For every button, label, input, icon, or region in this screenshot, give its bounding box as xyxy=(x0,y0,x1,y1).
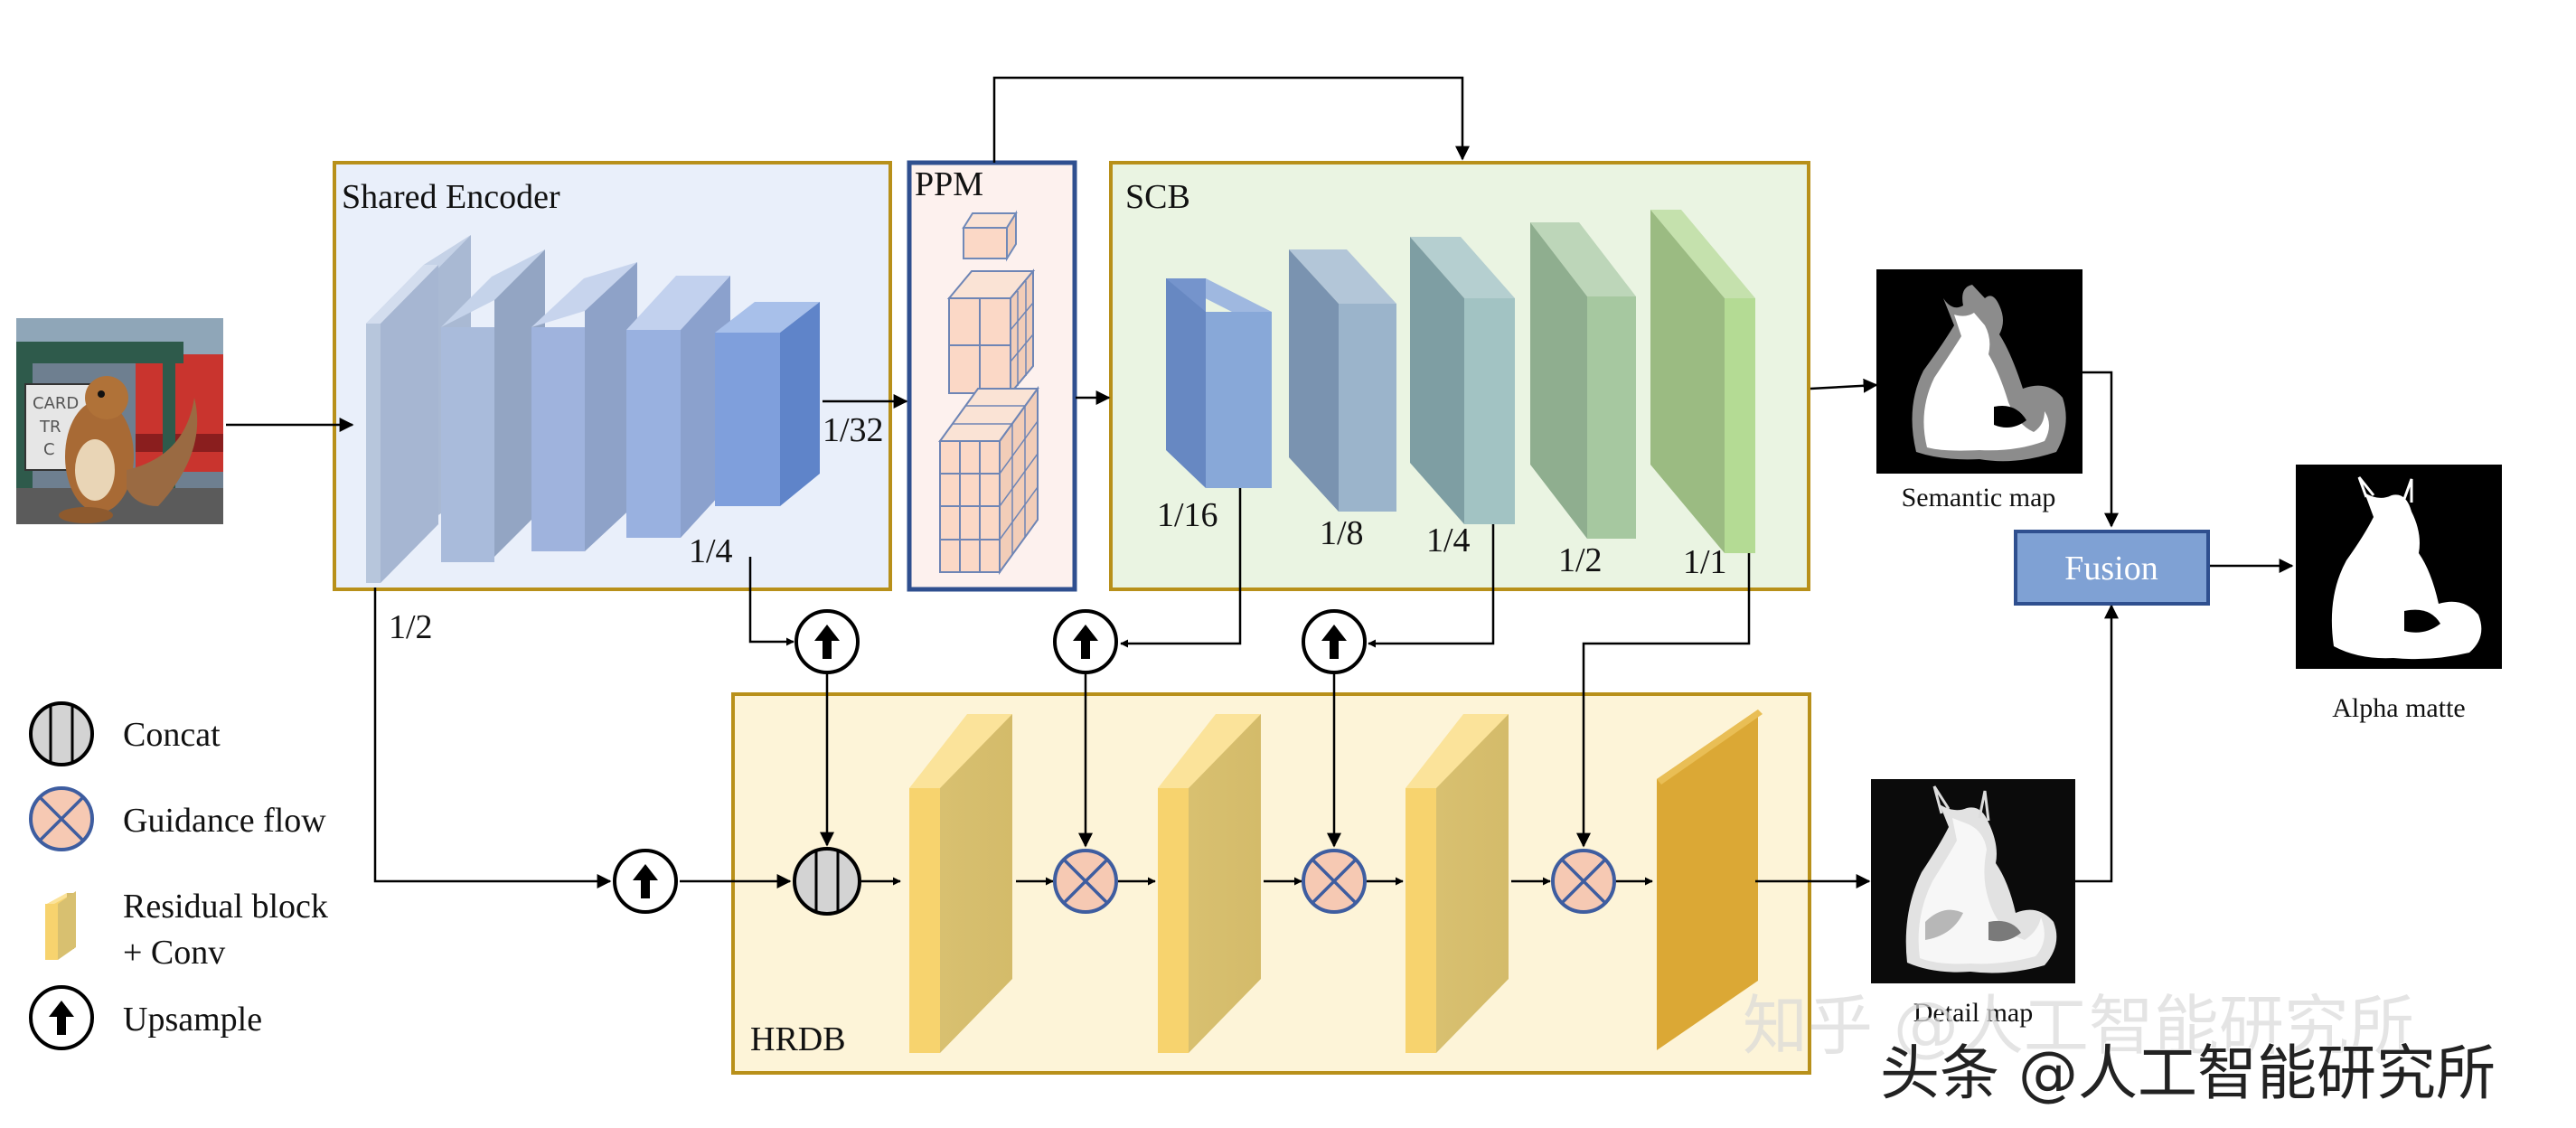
watermark-toutiao: 头条 @人工智能研究所 xyxy=(1880,1039,2496,1108)
hrdb-title: HRDB xyxy=(750,1020,846,1058)
legend-residual-icon xyxy=(45,891,76,960)
legend-concat-icon xyxy=(29,701,94,766)
scale-scb-1-2: 1/2 xyxy=(1558,541,1603,579)
scale-scb-1-4: 1/4 xyxy=(1426,522,1471,559)
guidance-node-1 xyxy=(1053,849,1118,914)
legend-guidance-icon xyxy=(29,786,94,851)
scale-scb-1-16: 1/16 xyxy=(1157,496,1218,534)
ppm-cube-small xyxy=(962,210,1018,262)
scale-scb-1-1: 1/1 xyxy=(1683,543,1727,581)
hrdb-slab-1 xyxy=(909,714,1012,1053)
hrdb-slab-4 xyxy=(1657,710,1763,1050)
fusion-block: Fusion xyxy=(2014,530,2210,606)
input-image: CARD TR C xyxy=(16,318,223,524)
shared-encoder-title: Shared Encoder xyxy=(342,178,560,216)
legend-concat-label: Concat xyxy=(123,716,221,754)
watermark-zhihu: 知乎 @人工智能研究所 xyxy=(1743,988,2414,1064)
upsample-node-1 xyxy=(794,609,860,674)
ppm-cube-large xyxy=(938,385,1039,576)
ppm-title: PPM xyxy=(915,165,983,203)
detail-map-image xyxy=(1871,779,2075,983)
guidance-node-2 xyxy=(1302,849,1367,914)
upsample-node-3 xyxy=(1302,609,1367,674)
semantic-map-label: Semantic map xyxy=(1902,483,2056,512)
alpha-matte-label: Alpha matte xyxy=(2332,693,2465,723)
semantic-map-image xyxy=(1876,269,2082,474)
connectors xyxy=(226,76,2294,888)
ppm-cube-medium xyxy=(946,268,1036,396)
legend-upsample-icon xyxy=(29,985,94,1050)
upsample-node-2 xyxy=(1053,609,1118,674)
encoder-slab-4 xyxy=(626,276,730,538)
encoder-slab-1 xyxy=(366,235,471,583)
scb-slab-5 xyxy=(1650,210,1755,553)
scale-scb-1-8: 1/8 xyxy=(1320,514,1364,552)
scb-slab-1 xyxy=(1166,278,1272,488)
legend-upsample-label: Upsample xyxy=(123,1001,262,1039)
concat-node xyxy=(793,847,861,916)
scale-encoder-1-4: 1/4 xyxy=(689,532,733,570)
hrdb-box xyxy=(731,692,1811,1075)
legend-residual-label-2: + Conv xyxy=(123,934,225,972)
sign-line-2: TR xyxy=(39,418,61,437)
sign-line-3: C xyxy=(43,440,55,459)
scb-title: SCB xyxy=(1125,178,1190,216)
fusion-label: Fusion xyxy=(2064,550,2158,588)
legend: Concat Guidance flow Residual block + Co… xyxy=(29,701,328,1050)
hrdb-slab-3 xyxy=(1406,714,1509,1053)
scb-slab-4 xyxy=(1530,222,1636,539)
upsample-node-hrdb-in xyxy=(613,849,678,914)
encoder-slab-3 xyxy=(531,262,637,551)
sign-line-1: CARD xyxy=(33,394,79,413)
detail-map-label: Detail map xyxy=(1913,998,2033,1028)
scale-encoder-1-32: 1/32 xyxy=(823,411,884,449)
scale-encoder-1-2: 1/2 xyxy=(389,608,433,646)
alpha-matte-image xyxy=(2296,465,2502,669)
guidance-node-3 xyxy=(1551,849,1616,914)
encoder-slab-5 xyxy=(715,302,820,506)
scb-slab-3 xyxy=(1410,237,1515,524)
legend-guidance-label: Guidance flow xyxy=(123,802,326,840)
hrdb-slab-2 xyxy=(1158,714,1261,1053)
scb-slab-2 xyxy=(1289,249,1396,512)
legend-residual-label-1: Residual block xyxy=(123,888,328,926)
